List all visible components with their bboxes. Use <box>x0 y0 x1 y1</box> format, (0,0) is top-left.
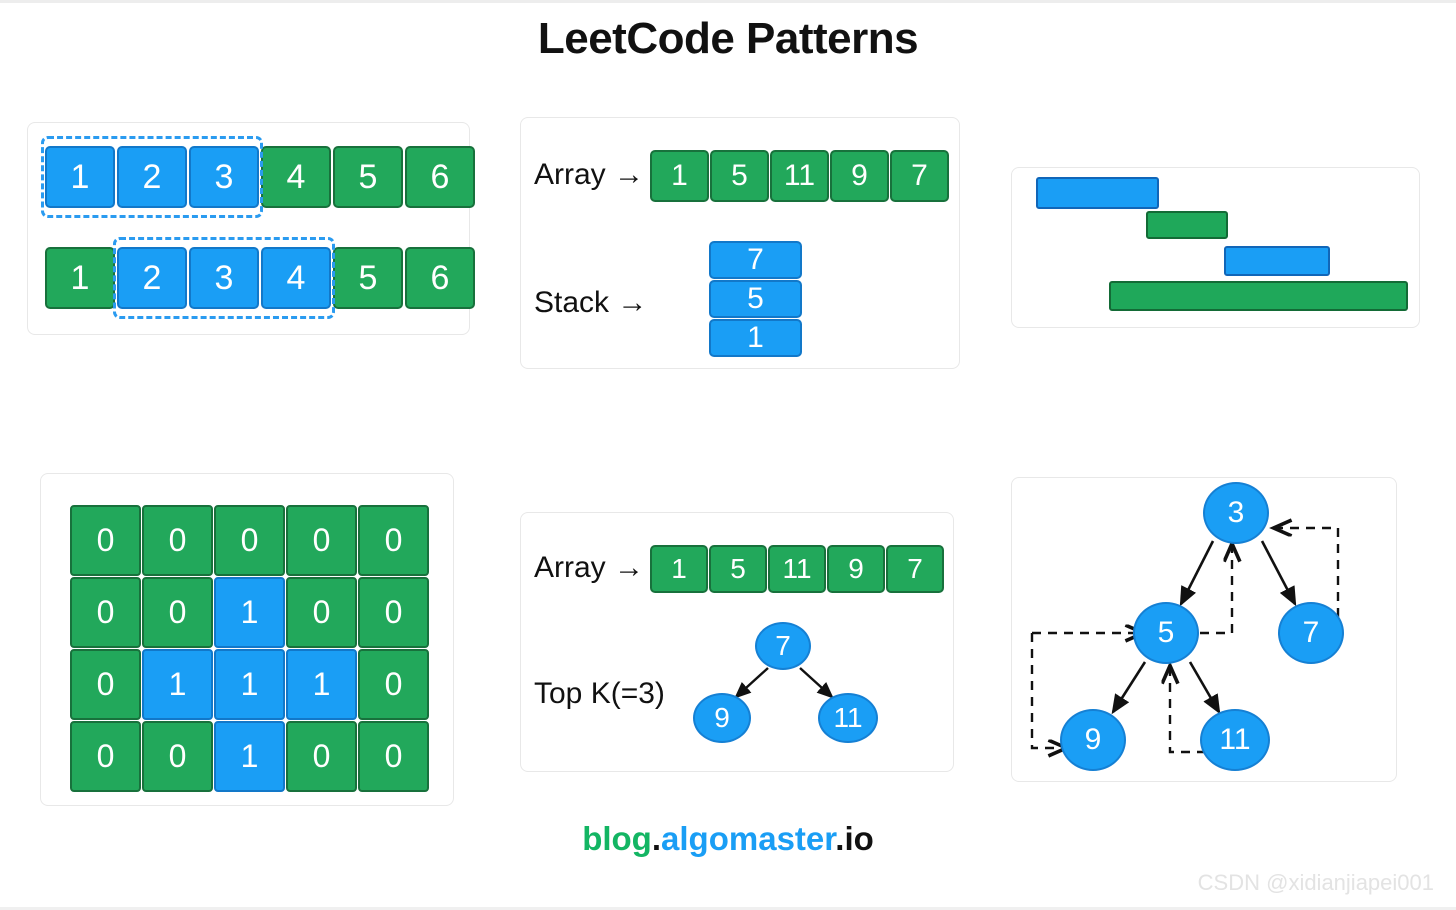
stack-label: Stack → <box>534 286 648 319</box>
tree-node: 9 <box>1060 709 1126 771</box>
tree-node: 7 <box>1278 602 1344 664</box>
stack-cell: 1 <box>709 319 802 357</box>
matrix-cell: 1 <box>214 577 285 648</box>
matrix-cell: 0 <box>214 505 285 576</box>
brand-blog: blog <box>582 820 652 857</box>
bottom-rule <box>0 907 1456 910</box>
array-label: Array → <box>534 551 645 584</box>
stack-cell: 5 <box>709 280 802 318</box>
brand-dot-1: . <box>651 820 662 857</box>
sliding-window-outline <box>113 237 335 319</box>
array-cell: 5 <box>710 150 769 202</box>
array-cell: 1 <box>45 146 115 208</box>
heap-node-root: 7 <box>755 622 811 670</box>
matrix-cell: 0 <box>142 721 213 792</box>
matrix-cell: 0 <box>358 577 429 648</box>
top-k-label: Top K(=3) <box>534 677 665 710</box>
matrix-cell: 0 <box>70 721 141 792</box>
top-rule <box>0 0 1456 3</box>
array-cell: 1 <box>650 150 709 202</box>
matrix-cell: 0 <box>70 577 141 648</box>
array-cell: 9 <box>827 545 885 593</box>
matrix-cell: 0 <box>358 649 429 720</box>
tree-node: 3 <box>1203 482 1269 544</box>
matrix-cell: 1 <box>142 649 213 720</box>
array-cell: 1 <box>45 247 115 309</box>
array-cell: 4 <box>261 247 331 309</box>
matrix-cell: 1 <box>214 721 285 792</box>
matrix-cell: 0 <box>358 721 429 792</box>
tree-node: 5 <box>1133 602 1199 664</box>
heap-node-left: 9 <box>693 693 751 743</box>
array-cell: 11 <box>770 150 829 202</box>
tree-node: 11 <box>1200 709 1270 771</box>
brand-dot-2: . <box>835 820 845 857</box>
brand-footer: blog.algomaster.io <box>0 820 1456 858</box>
matrix-cell: 0 <box>70 505 141 576</box>
matrix-cell: 0 <box>286 505 357 576</box>
array-cell: 5 <box>709 545 767 593</box>
interval-bar <box>1036 177 1159 209</box>
interval-bar <box>1146 211 1228 239</box>
array-cell: 7 <box>886 545 944 593</box>
array-cell: 5 <box>333 247 403 309</box>
matrix-cell: 1 <box>286 649 357 720</box>
array-cell: 1 <box>650 545 708 593</box>
array-cell: 6 <box>405 247 475 309</box>
array-cell: 7 <box>890 150 949 202</box>
interval-bar <box>1224 246 1330 276</box>
matrix-cell: 0 <box>142 505 213 576</box>
brand-algomaster: algomaster <box>661 820 836 857</box>
array-cell: 11 <box>768 545 826 593</box>
brand-io: io <box>844 820 874 857</box>
matrix-cell: 0 <box>358 505 429 576</box>
matrix-cell: 1 <box>214 649 285 720</box>
interval-bar <box>1109 281 1408 311</box>
array-cell: 6 <box>405 146 475 208</box>
array-cell: 3 <box>189 247 259 309</box>
watermark: CSDN @xidianjiapei001 <box>1197 870 1434 895</box>
array-cell: 2 <box>117 247 187 309</box>
array-cell: 3 <box>189 146 259 208</box>
array-cell: 4 <box>261 146 331 208</box>
matrix-cell: 0 <box>70 649 141 720</box>
array-cell: 5 <box>333 146 403 208</box>
array-cell: 9 <box>830 150 889 202</box>
page-title: LeetCode Patterns <box>537 14 919 63</box>
stack-cell: 7 <box>709 241 802 279</box>
sliding-window-outline <box>41 136 263 218</box>
matrix-cell: 0 <box>286 721 357 792</box>
array-cell: 2 <box>117 146 187 208</box>
matrix-cell: 0 <box>286 577 357 648</box>
heap-node-right: 11 <box>818 693 878 743</box>
array-label: Array → <box>534 158 645 191</box>
matrix-cell: 0 <box>142 577 213 648</box>
